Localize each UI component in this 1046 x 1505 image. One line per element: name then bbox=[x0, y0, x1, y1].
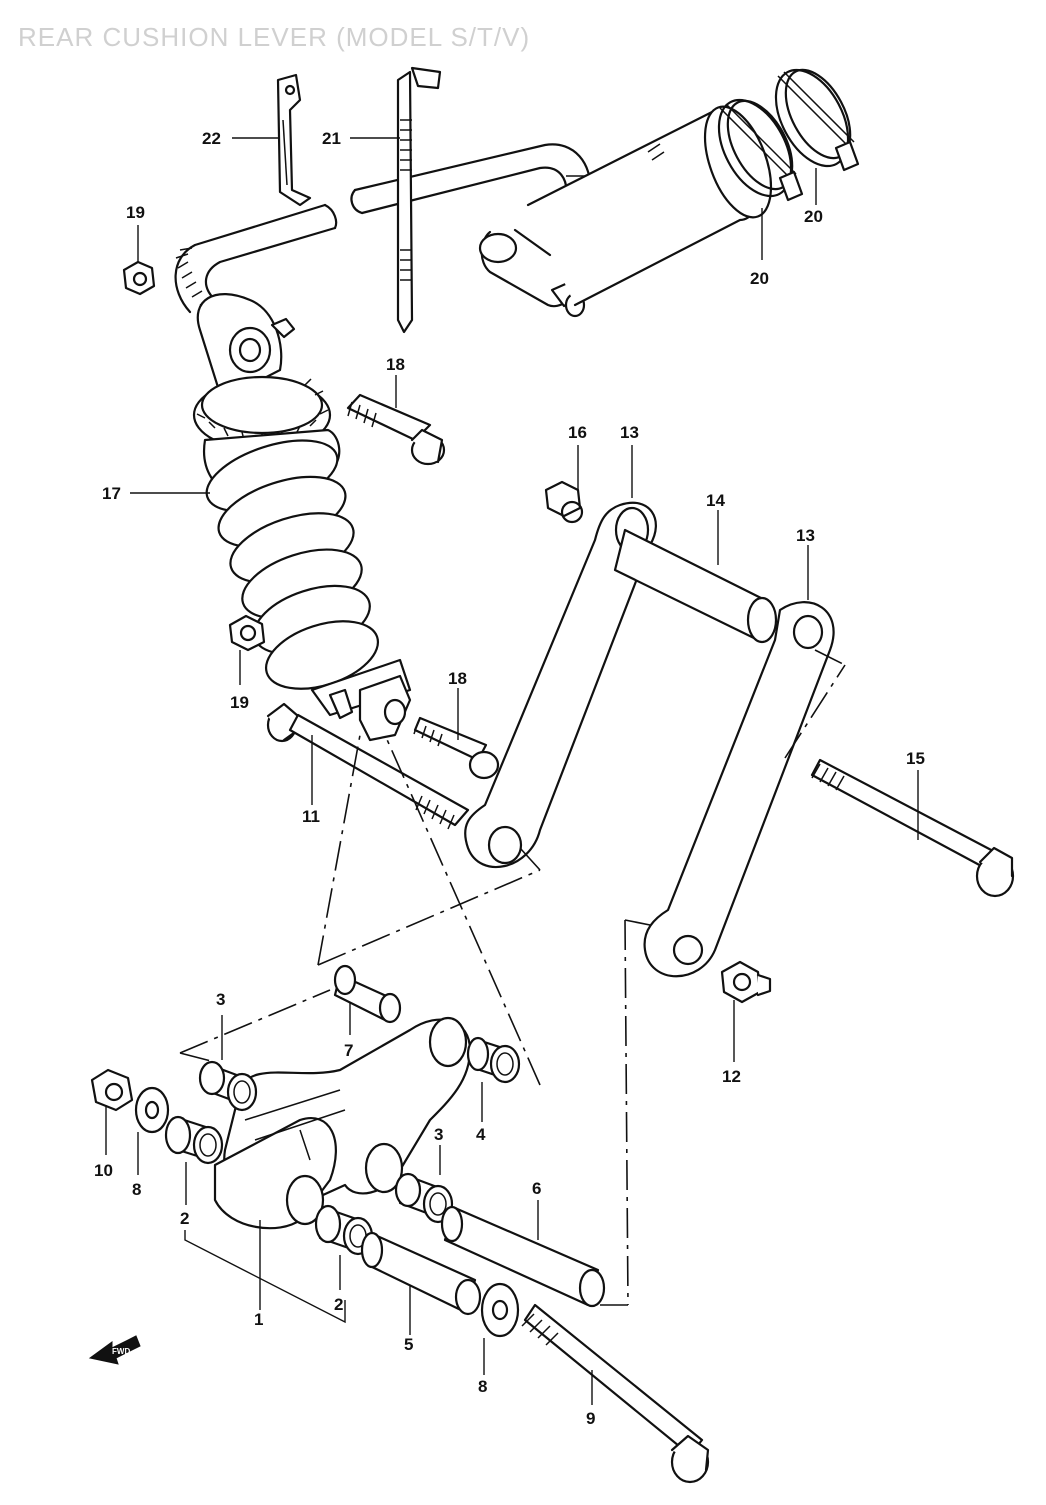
callout-11: 11 bbox=[302, 807, 320, 826]
spacer-7 bbox=[333, 964, 402, 1024]
callout-17: 17 bbox=[102, 484, 121, 503]
callouts: 22 21 19 20 20 18 16 13 17 14 13 18 19 1… bbox=[94, 129, 925, 1428]
assembly-lines bbox=[179, 649, 846, 1306]
bracket-22 bbox=[276, 73, 312, 207]
cushion-lever-1 bbox=[213, 1016, 472, 1230]
bolt-18-top bbox=[346, 393, 446, 466]
callout-2-lower: 2 bbox=[334, 1295, 343, 1314]
callout-1: 1 bbox=[254, 1310, 263, 1329]
nut-19-mid bbox=[228, 614, 266, 652]
bearing-2-left bbox=[164, 1115, 224, 1165]
nut-19-top bbox=[122, 260, 156, 296]
callout-3-upper: 3 bbox=[216, 990, 225, 1009]
callout-16: 16 bbox=[568, 423, 587, 442]
callout-13-right: 13 bbox=[796, 526, 815, 545]
callout-10: 10 bbox=[94, 1161, 113, 1180]
callout-22: 22 bbox=[202, 129, 221, 148]
bearing-4 bbox=[466, 1036, 521, 1084]
callout-8-right: 8 bbox=[478, 1377, 487, 1396]
washer-8-right bbox=[480, 1282, 520, 1338]
cable-strap-21 bbox=[396, 66, 442, 334]
bolt-9 bbox=[521, 1303, 710, 1484]
diagram-title: REAR CUSHION LEVER (MODEL S/T/V) bbox=[18, 22, 531, 52]
callout-20-right: 20 bbox=[804, 207, 823, 226]
front-arrow-label: FWD bbox=[112, 1347, 130, 1356]
bolt-11 bbox=[266, 702, 470, 830]
callout-20-left: 20 bbox=[750, 269, 769, 288]
callout-12: 12 bbox=[722, 1067, 741, 1086]
front-direction-arrow: FWD bbox=[88, 1335, 141, 1365]
shock-absorber-17 bbox=[192, 293, 412, 742]
bolt-18-lower bbox=[413, 716, 500, 780]
callout-13-left: 13 bbox=[620, 423, 639, 442]
callout-9: 9 bbox=[586, 1409, 595, 1428]
callout-5: 5 bbox=[404, 1335, 413, 1354]
callout-19-top: 19 bbox=[126, 203, 145, 222]
callout-3-lower: 3 bbox=[434, 1125, 443, 1144]
callout-2-left: 2 bbox=[180, 1209, 189, 1228]
nut-12 bbox=[720, 960, 772, 1004]
bearing-3-upper bbox=[198, 1060, 258, 1112]
callout-19-mid: 19 bbox=[230, 693, 249, 712]
spacer-6 bbox=[440, 1205, 606, 1308]
callout-18-lower: 18 bbox=[448, 669, 467, 688]
callout-14: 14 bbox=[706, 491, 725, 510]
cushion-rods-13 bbox=[464, 501, 835, 978]
hose-reservoir bbox=[174, 68, 860, 318]
callout-6: 6 bbox=[532, 1179, 541, 1198]
spacer-5 bbox=[360, 1231, 482, 1316]
callout-8-left: 8 bbox=[132, 1180, 141, 1199]
callout-15: 15 bbox=[906, 749, 925, 768]
nut-16 bbox=[544, 480, 584, 524]
bearing-3-lower bbox=[394, 1172, 454, 1224]
callout-4: 4 bbox=[476, 1125, 486, 1144]
bolt-15 bbox=[810, 758, 1015, 898]
nut-10-washer-8-left bbox=[90, 1068, 170, 1134]
callout-7: 7 bbox=[344, 1041, 353, 1060]
callout-18-top: 18 bbox=[386, 355, 405, 374]
leader-lines bbox=[105, 137, 919, 1405]
callout-21: 21 bbox=[322, 129, 341, 148]
